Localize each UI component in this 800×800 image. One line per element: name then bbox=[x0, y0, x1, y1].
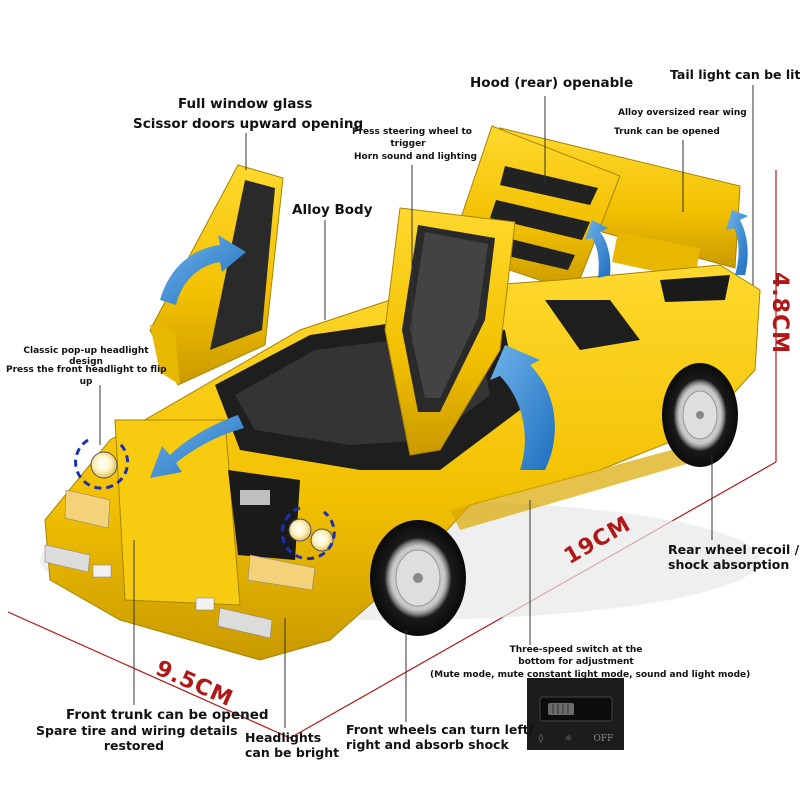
leader-lines bbox=[99, 85, 754, 728]
label-popup-line2: design bbox=[69, 357, 103, 367]
label-rear-wheel-line2: shock absorption bbox=[668, 557, 790, 572]
headlight-right bbox=[280, 506, 336, 561]
label-horn: Horn sound and lighting bbox=[354, 152, 477, 162]
headlight-left bbox=[74, 438, 130, 490]
label-spare-line2: restored bbox=[103, 738, 165, 753]
label-popup-line1: Classic pop-up headlight bbox=[23, 346, 149, 356]
label-front-trunk: Front trunk can be opened bbox=[66, 707, 269, 723]
label-popup-line3: Press the front headlight to flip bbox=[6, 365, 167, 375]
label-switch-modes: (Mute mode, mute constant light mode, so… bbox=[430, 670, 751, 680]
rear-wheel bbox=[662, 363, 738, 467]
label-headlights-line1: Headlights bbox=[245, 730, 322, 745]
off-label: OFF bbox=[593, 734, 614, 744]
label-steering-line2: trigger bbox=[390, 139, 426, 149]
label-switch-line1: Three-speed switch at the bbox=[509, 645, 643, 655]
label-spare-line1: Spare tire and wiring details bbox=[36, 723, 238, 738]
dimension-height: 4.8CM bbox=[767, 272, 792, 355]
label-hood: Hood (rear) openable bbox=[470, 75, 634, 91]
label-popup-line4: up bbox=[79, 377, 93, 387]
switch-inset bbox=[527, 678, 624, 750]
light-icon: ☼ bbox=[564, 734, 573, 744]
label-front-wheels-line1: Front wheels can turn left/ bbox=[346, 722, 534, 737]
label-trunk: Trunk can be opened bbox=[614, 127, 720, 137]
motion-arrows bbox=[150, 210, 748, 478]
label-switch-line2: bottom for adjustment bbox=[518, 657, 634, 667]
front-wheel bbox=[370, 520, 466, 636]
switch-mode-labels: ◊ ☼ OFF bbox=[528, 734, 624, 744]
label-rear-wheel-line1: Rear wheel recoil / bbox=[668, 542, 800, 557]
label-front-wheels-line2: right and absorb shock bbox=[346, 737, 509, 752]
right-scissor-door bbox=[384, 207, 516, 456]
label-steering-line1: Press steering wheel to bbox=[352, 127, 472, 137]
left-scissor-door bbox=[149, 164, 284, 386]
label-rear-wing: Alloy oversized rear wing bbox=[618, 108, 747, 118]
mute-icon: ◊ bbox=[538, 734, 544, 744]
label-headlights-line2: can be bright bbox=[245, 745, 340, 760]
label-full-window-glass: Full window glass bbox=[178, 96, 313, 112]
label-alloy-body: Alloy Body bbox=[292, 202, 373, 218]
label-scissor-doors: Scissor doors upward opening bbox=[133, 116, 364, 132]
label-tail-light: Tail light can be lit bbox=[670, 67, 800, 82]
